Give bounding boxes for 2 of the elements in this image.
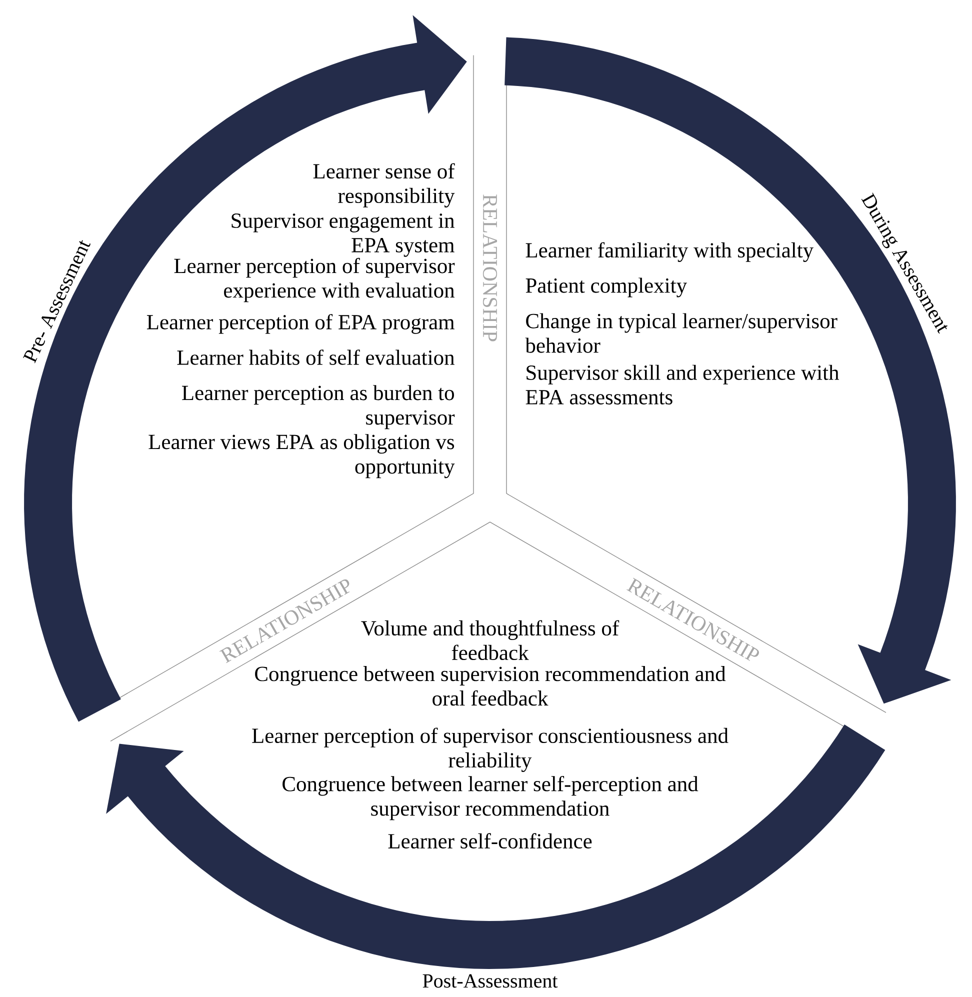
- band-label: RELATIONSHIP: [482, 194, 498, 342]
- node-label: Post-Assessment: [422, 974, 558, 988]
